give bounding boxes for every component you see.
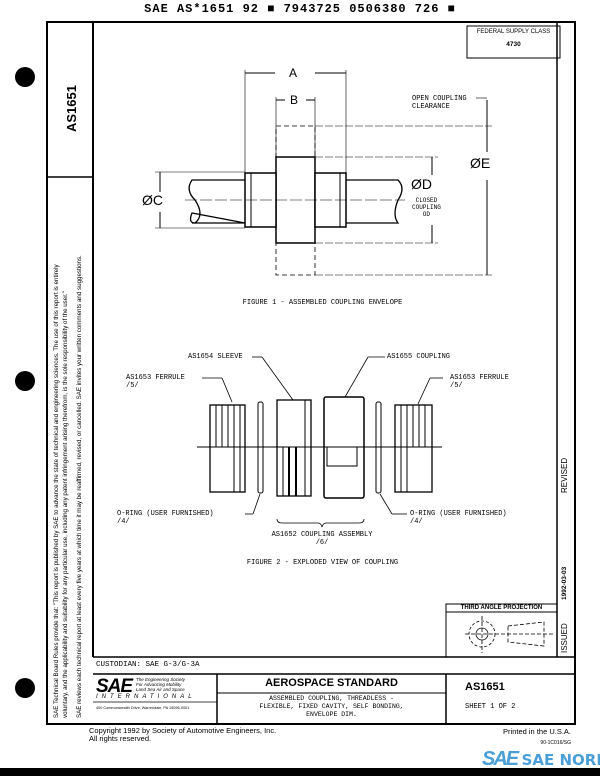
dim-d: ØD [411, 176, 432, 192]
dim-e: ØE [470, 155, 491, 171]
oring-right-label: O-RING (USER FURNISHED)/4/ [410, 510, 507, 526]
figure1-caption: FIGURE 1 - ASSEMBLED COUPLING ENVELOPE [242, 299, 403, 307]
binder-hole [15, 371, 35, 391]
sae-address: 400 Commonwealth Drive, Warrendale, PA 1… [96, 706, 190, 710]
disclaimer-line: voluntary, and the applicability and sui… [62, 291, 69, 718]
sleeve-label: AS1654 SLEEVE [188, 353, 243, 361]
header-code: SAE AS*1651 92 ■ 7943725 0506380 726 ■ [144, 2, 456, 16]
printed-in: Printed in the U.S.A. [503, 727, 571, 736]
issued-label: ISSUED [560, 623, 569, 653]
dim-a: A [289, 66, 298, 80]
standard-type: AEROSPACE STANDARD [265, 677, 398, 689]
federal-supply-class-label: FEDERAL SUPPLY CLASS [476, 29, 551, 35]
figure1-drawing [155, 70, 492, 276]
figure2-leaders [202, 356, 443, 528]
figure2-drawing [197, 396, 442, 499]
binder-hole [15, 678, 35, 698]
doc-title: ASSEMBLED COUPLING, THREADLESS -FLEXIBLE… [259, 695, 404, 718]
disclaimer-line: SAE reviews each technical report at lea… [76, 255, 83, 718]
issued-date: 1992-03-03 [561, 566, 568, 600]
federal-supply-class-value: 4730 [506, 41, 521, 48]
custodian: CUSTODIAN: SAE G-3/G-3A [96, 661, 200, 669]
binder-hole [15, 67, 35, 87]
projection-symbol [465, 616, 555, 653]
sheet-number: SHEET 1 OF 2 [465, 703, 516, 711]
coupling-label: AS1655 COUPLING [387, 353, 451, 361]
revised-label: REVISED [560, 457, 569, 493]
sae-norm-watermark: SAE SAE NORM [482, 748, 600, 770]
disclaimer-line: SAE Technical Board Rules provide that: … [53, 264, 60, 718]
ferrule-right-label: AS1653 FERRULE/5/ [450, 374, 509, 390]
doc-number: AS1651 [465, 681, 505, 693]
oring-left-label: O-RING (USER FURNISHED)/4/ [117, 510, 214, 526]
projection-label: THIRD ANGLE PROJECTION [460, 605, 543, 611]
disclaimer: SAE Technical Board Rules provide that: … [52, 255, 84, 718]
side-doc-number: AS1651 [64, 85, 79, 132]
form-code: 90-1C016/SG [540, 740, 571, 746]
dim-b: B [290, 93, 299, 107]
assembly-label: AS1652 COUPLING ASSEMBLY/6/ [271, 531, 373, 547]
copyright: Copyright 1992 by Society of Automotive … [89, 726, 277, 743]
dim-c: ØC [142, 192, 163, 208]
scan-edge [0, 768, 600, 776]
figure2-caption: FIGURE 2 - EXPLODED VIEW OF COUPLING [246, 559, 399, 567]
ferrule-left-label: AS1653 FERRULE/5/ [126, 374, 185, 390]
